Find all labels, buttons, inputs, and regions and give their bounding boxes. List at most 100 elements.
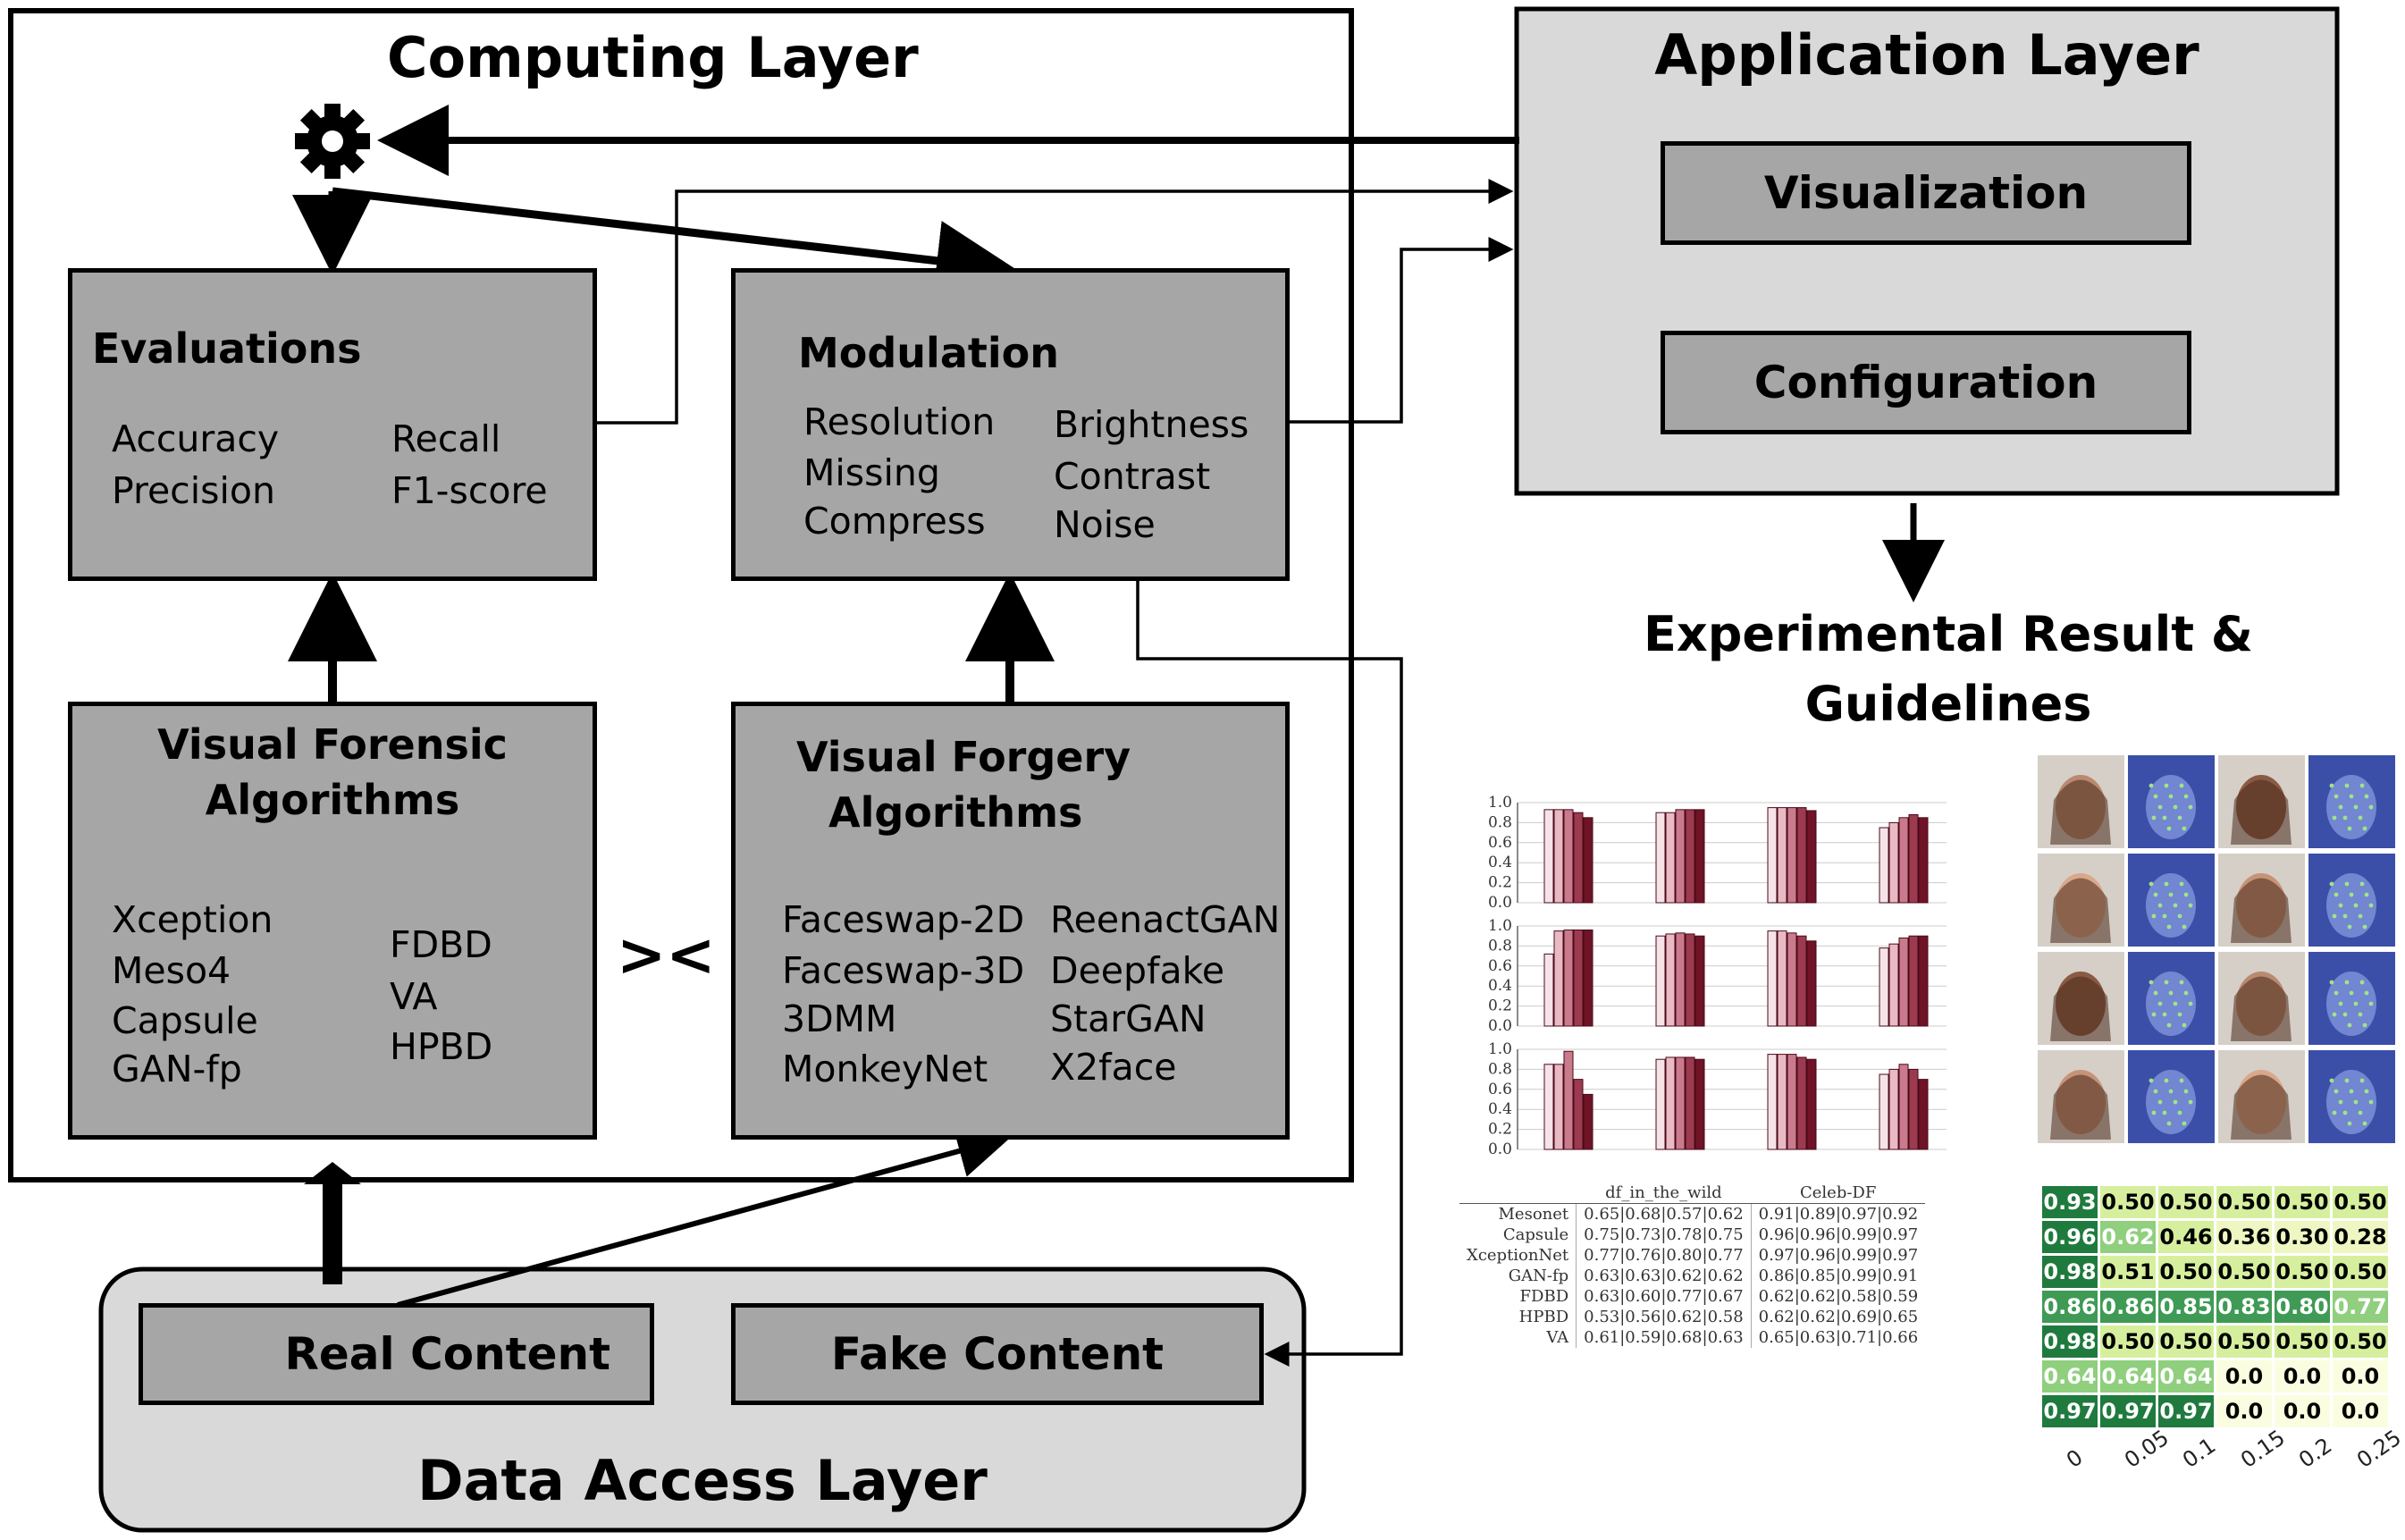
heatmap-cell: 0.51 bbox=[2100, 1256, 2156, 1288]
visualization-box[interactable]: Visualization bbox=[1661, 141, 2191, 245]
bar bbox=[1879, 1073, 1889, 1150]
forgery-reenactgan: ReenactGAN bbox=[1050, 898, 1281, 941]
table-cell: 0.91|0.89|0.97|0.92 bbox=[1750, 1203, 1926, 1224]
data-access-layer-title: Data Access Layer bbox=[417, 1448, 988, 1513]
heatmap-cell: 0.64 bbox=[2042, 1360, 2098, 1393]
heatmap-cell: 0.97 bbox=[2158, 1395, 2214, 1427]
configuration-box[interactable]: Configuration bbox=[1661, 331, 2191, 434]
heatmap-x-tick: 0.05 bbox=[2120, 1425, 2174, 1473]
forensic-fdbd: FDBD bbox=[390, 923, 492, 966]
modulation-box[interactable]: Modulation Resolution Brightness Missing… bbox=[731, 268, 1290, 581]
bar bbox=[1563, 929, 1574, 1027]
table-cell: 0.53|0.56|0.62|0.58 bbox=[1576, 1307, 1752, 1327]
table-cell: 0.75|0.73|0.78|0.75 bbox=[1576, 1224, 1752, 1245]
table-cell: 0.77|0.76|0.80|0.77 bbox=[1576, 1245, 1752, 1266]
bar-tick-label: 0.6 bbox=[1488, 1081, 1512, 1098]
bar bbox=[1573, 929, 1584, 1027]
results-title-line1: Experimental Result & bbox=[1643, 606, 2254, 662]
bar bbox=[1685, 1056, 1695, 1150]
heatmap-cell: 0.30 bbox=[2275, 1221, 2330, 1253]
forgery-faceswap-3d: Faceswap-3D bbox=[782, 949, 1025, 992]
forensic-hpbd: HPBD bbox=[390, 1025, 493, 1068]
bar-tick-label: 0.6 bbox=[1488, 957, 1512, 975]
forgery-title-line2: Algorithms bbox=[828, 788, 1083, 837]
bar bbox=[1806, 810, 1817, 904]
bar-tick-label: 1.0 bbox=[1488, 794, 1512, 812]
table-cell: 0.97|0.96|0.99|0.97 bbox=[1750, 1245, 1926, 1266]
bar bbox=[1563, 809, 1574, 904]
heatmap-cell: 0.96 bbox=[2042, 1221, 2098, 1253]
face-heatmap-thumbnails bbox=[2036, 753, 2398, 1147]
heatmap-cell: 0.50 bbox=[2100, 1186, 2156, 1218]
heatmap-cell: 0.77 bbox=[2333, 1291, 2388, 1323]
bar-tick-label: 0.8 bbox=[1488, 813, 1512, 831]
modulation-resolution: Resolution bbox=[803, 400, 996, 443]
bar bbox=[1675, 809, 1686, 904]
bar bbox=[1787, 1054, 1797, 1150]
heatmap-cell: 0.50 bbox=[2216, 1325, 2272, 1358]
forgery-title-line1: Visual Forgery bbox=[796, 733, 1131, 781]
table-cell: 0.65|0.63|0.71|0.66 bbox=[1750, 1327, 1926, 1348]
bar-tick-label: 0.8 bbox=[1488, 1060, 1512, 1078]
bar bbox=[1665, 1056, 1676, 1150]
bar bbox=[1796, 935, 1807, 1027]
forensic-xception: Xception bbox=[112, 898, 273, 941]
forensic-capsule: Capsule bbox=[112, 999, 258, 1042]
bar bbox=[1665, 812, 1676, 904]
bar bbox=[1553, 1064, 1564, 1150]
gear-icon[interactable] bbox=[295, 104, 370, 179]
heatmap-cell: 0.0 bbox=[2216, 1360, 2272, 1393]
heatmap-cell: 0.86 bbox=[2100, 1291, 2156, 1323]
forgery-faceswap-2d: Faceswap-2D bbox=[782, 898, 1025, 941]
table-cell: VA bbox=[1546, 1328, 1569, 1347]
bar bbox=[1767, 1054, 1778, 1150]
forgery-algorithms-box[interactable]: Visual Forgery Algorithms Faceswap-2D Fa… bbox=[731, 702, 1290, 1140]
bar bbox=[1543, 953, 1554, 1027]
table-cell: XceptionNet bbox=[1467, 1246, 1569, 1265]
forgery-deepfake: Deepfake bbox=[1050, 949, 1225, 992]
forensic-va: VA bbox=[390, 975, 438, 1018]
versus-symbol: >< bbox=[617, 921, 716, 989]
evaluations-title: Evaluations bbox=[92, 324, 362, 373]
real-content-box[interactable]: Real Content bbox=[139, 1303, 654, 1405]
bar bbox=[1918, 1079, 1929, 1150]
bar bbox=[1553, 809, 1564, 904]
bar bbox=[1767, 807, 1778, 904]
table-cell: FDBD bbox=[1519, 1287, 1569, 1306]
heatmap-cell: 0.93 bbox=[2042, 1186, 2098, 1218]
fake-content-box[interactable]: Fake Content bbox=[731, 1303, 1264, 1405]
heatmap-cell: 0.0 bbox=[2216, 1395, 2272, 1427]
bar bbox=[1573, 1079, 1584, 1150]
modulation-noise: Noise bbox=[1054, 503, 1156, 546]
forensic-algorithms-box[interactable]: Visual Forensic Algorithms Xception Meso… bbox=[68, 702, 597, 1140]
bar bbox=[1806, 1058, 1817, 1150]
bar bbox=[1583, 817, 1594, 904]
bar bbox=[1543, 1064, 1554, 1150]
bar bbox=[1806, 940, 1817, 1027]
bar-tick-label: 0.2 bbox=[1488, 997, 1512, 1015]
bar bbox=[1583, 1093, 1594, 1150]
bar bbox=[1543, 809, 1554, 904]
bar bbox=[1777, 930, 1787, 1027]
bar-tick-label: 0.0 bbox=[1488, 1017, 1512, 1035]
bar bbox=[1908, 935, 1919, 1027]
bar bbox=[1796, 1056, 1807, 1150]
bar-chart-thumbnail: 1.00.80.60.40.20.01.00.80.60.40.20.01.00… bbox=[1488, 794, 1947, 1158]
forgery-monkeynet: MonkeyNet bbox=[782, 1048, 988, 1090]
bar bbox=[1767, 930, 1778, 1027]
modulation-contrast: Contrast bbox=[1054, 455, 1211, 498]
bar-tick-label: 0.4 bbox=[1488, 854, 1512, 871]
bar bbox=[1675, 932, 1686, 1027]
heatmap-cell: 0.50 bbox=[2158, 1325, 2214, 1358]
heatmap-x-tick: 0.1 bbox=[2178, 1433, 2221, 1473]
heatmap-cell: 0.50 bbox=[2158, 1186, 2214, 1218]
bar bbox=[1918, 935, 1929, 1027]
evaluations-box[interactable]: Evaluations Accuracy Recall Precision F1… bbox=[68, 268, 597, 581]
